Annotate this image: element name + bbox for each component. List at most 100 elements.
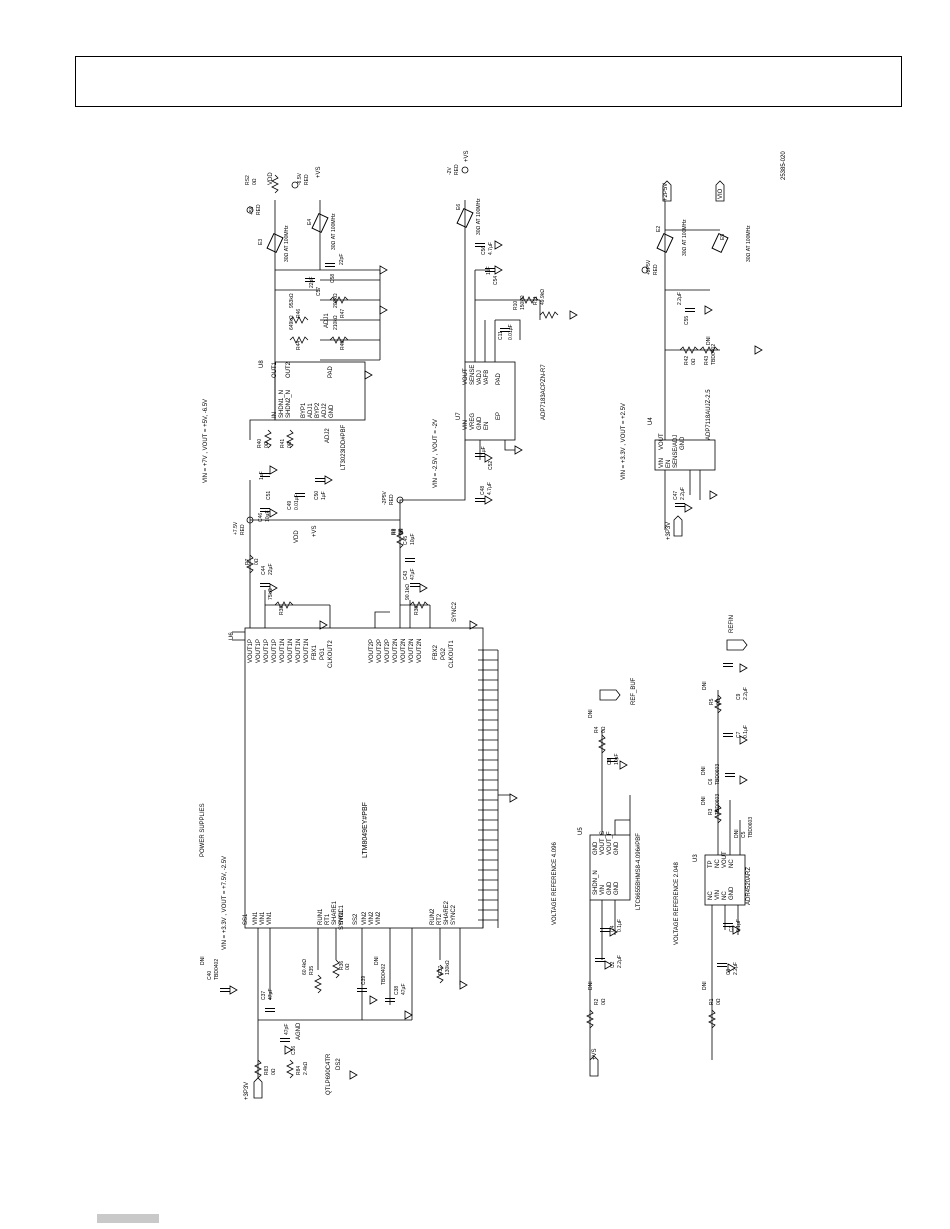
- c11-val: 0.01µF: [508, 324, 514, 340]
- c4-val: 0.1µF: [617, 919, 623, 932]
- u5-pin-shdn: SHDN_N: [593, 870, 599, 895]
- u6-pin-vout2p-c: VOUT2P: [385, 639, 391, 663]
- net-adj2: ADJ2: [325, 428, 331, 443]
- u7-pin-vafb: VAFB: [484, 370, 490, 385]
- c7-val: 0.1µF: [743, 725, 749, 738]
- u5-pin-vouts: VOUT_S: [600, 831, 606, 855]
- dni-marker-r3: DNI: [701, 796, 707, 805]
- r9-ref: R9: [391, 528, 397, 535]
- figure-id: 25385-020: [781, 151, 787, 180]
- r33-val: 75kΩ: [268, 588, 274, 600]
- r5-val: 0Ω: [716, 698, 722, 705]
- label-power-supplies: POWER SUPPLIES: [200, 803, 206, 857]
- r1-val: 0Ω: [716, 998, 722, 1005]
- net-sync1: SYNC1: [339, 909, 345, 930]
- r3-val: TBD0603: [715, 794, 721, 815]
- u5-ref: U5: [578, 827, 584, 835]
- tp-7v5-label: +7.5V: [233, 521, 239, 535]
- c50-val: 1µF: [321, 491, 327, 500]
- label-vin-u8: VIN = +7V , VOUT = +5V, -6.5V: [203, 399, 209, 483]
- c52-ref: C52: [488, 461, 494, 470]
- r4-val: 0Ω: [601, 726, 607, 733]
- dni-marker-r43: DNI: [706, 336, 712, 345]
- c51-ref: C51: [266, 491, 272, 500]
- u5-pin-gnd-a: GND: [607, 881, 613, 895]
- c8-ref: C8: [607, 758, 613, 765]
- c48-ref: C48: [480, 486, 486, 495]
- u6-pin-vout2n-a: VOUT2N: [393, 639, 399, 663]
- net-vdd-b: VDD: [268, 172, 274, 185]
- r40-ref: R40: [257, 439, 263, 448]
- r7-ref: R7: [245, 558, 251, 565]
- u6-pin-vout2n-c: VOUT2N: [409, 639, 415, 663]
- net-refbuf: REF_BUF: [631, 677, 637, 705]
- schematic-labels: POWER SUPPLIES VIN = +3.3V , VOUT = +7.5…: [200, 150, 787, 1100]
- c1-val: 2.2µF: [733, 962, 739, 975]
- u6-pin-run2: RUN2: [430, 908, 436, 925]
- schematic-wires: [232, 200, 746, 1092]
- c1-ref: C1: [726, 968, 732, 975]
- c8-val: 10µF: [614, 754, 620, 766]
- u6-pin-fbx1: FBX1: [312, 644, 318, 660]
- c56-val: 4.7µF: [488, 242, 494, 255]
- u6-body: [244, 627, 484, 929]
- u3-pin-tp: TP: [708, 860, 714, 868]
- c54-val: 1µF: [486, 266, 492, 275]
- c38-val: 47µF: [401, 984, 407, 996]
- net-3p3v-b: +3P3V: [666, 522, 672, 540]
- r46-ref: R46: [296, 309, 302, 318]
- u6-pin-ss1: SS1: [243, 913, 249, 925]
- c54-ref: C54: [493, 276, 499, 285]
- c36-ref: C36: [291, 1046, 297, 1055]
- r38-ref: R38: [414, 606, 420, 615]
- u8-pin-shdn2: SHDN2_N: [286, 390, 292, 418]
- c5-ref: C5: [741, 831, 747, 838]
- r36-ref: R36: [339, 961, 345, 970]
- c49-ref: C49: [287, 501, 293, 510]
- page-link-bar[interactable]: [97, 1214, 159, 1223]
- u6-pin-share1: SHARE1: [332, 900, 338, 925]
- c44-val: 22µF: [268, 564, 274, 576]
- r84-ref: R84: [296, 1066, 302, 1075]
- r40-val: 0Ω: [264, 441, 270, 448]
- dni-marker-c6: DNI: [701, 766, 707, 775]
- c51-val: 1µF: [259, 471, 265, 480]
- net-vs-d: +VS: [592, 1048, 598, 1060]
- c55-val: 2.2µF: [677, 292, 683, 305]
- u4-pin-vin: VIN: [659, 458, 665, 468]
- net-flags: [253, 180, 748, 1099]
- r44-ref: R44: [296, 341, 302, 350]
- u5-body: [589, 834, 631, 901]
- r38-val: 90.1kΩ: [405, 584, 411, 600]
- u7-part: ADP7183ACPZN-R7: [541, 364, 547, 420]
- u8-ref: U8: [259, 360, 265, 368]
- u7-pin-en: EN: [484, 422, 490, 430]
- u6-pin-share2: SHARE2: [444, 900, 450, 925]
- u6-part: LTM8049EY#PBF: [362, 802, 369, 858]
- c2-val: 2.2µF: [617, 955, 623, 968]
- r11-val: 49.9kΩ: [540, 289, 546, 305]
- u6-pin-vout1n-d: VOUT1N: [304, 639, 310, 663]
- e6-val: 30Ω AT 100MHz: [476, 198, 482, 235]
- ds2-ref: DS2: [336, 1058, 342, 1070]
- u8-body: [274, 361, 366, 421]
- r11-ref: R11: [533, 296, 539, 305]
- u6-pin-vout1n-b: VOUT1N: [288, 639, 294, 663]
- u5-part: LTC6655BHMS8-4.096#PBF: [636, 833, 642, 910]
- tp-2v5-color: RED: [653, 264, 659, 275]
- rs2-val: 0Ω: [252, 178, 258, 185]
- net-vs-c: +VS: [464, 150, 470, 162]
- u7-pin-pad: PAD: [496, 372, 502, 385]
- r33-ref: R33: [279, 606, 285, 615]
- e3-val: 30Ω AT 100MHz: [284, 225, 290, 262]
- tp-m2v-label: -2V: [447, 167, 453, 175]
- dni-marker-r2: DNI: [588, 981, 594, 990]
- u3-pin-nc-b: NC: [722, 891, 728, 900]
- r3-ref: R3: [708, 808, 714, 815]
- dni-marker-c5: DNI: [734, 829, 740, 838]
- test-point-circles: [246, 166, 649, 524]
- label-vref-2048: VOLTAGE REFERENCE 2.048: [674, 862, 680, 945]
- c9-val: 2.2µF: [743, 687, 749, 700]
- c3-ref: C3: [729, 925, 735, 932]
